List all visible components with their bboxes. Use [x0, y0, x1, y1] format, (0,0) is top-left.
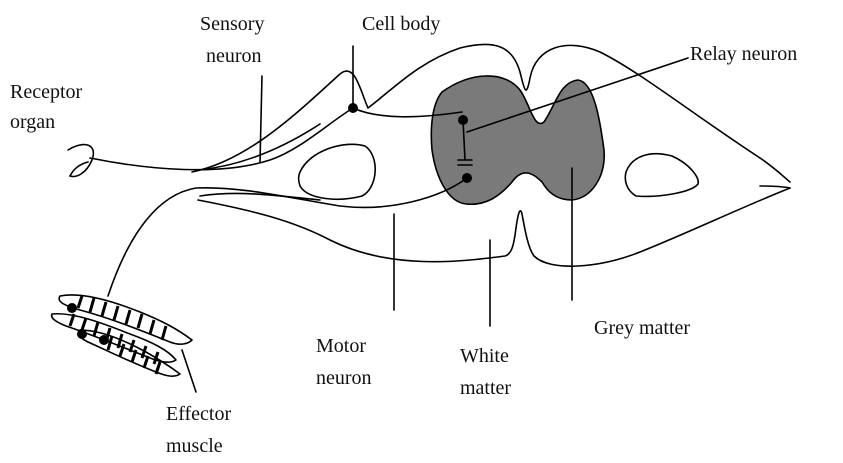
motor-end-plate-3 [99, 335, 109, 345]
label-motor-line2: neuron [316, 367, 372, 389]
label-receptor-line1: Receptor [10, 81, 83, 103]
spinal-cord-right-upper [760, 158, 790, 182]
label-white-line2: matter [460, 377, 511, 399]
label-sensory-line1: Sensory [200, 13, 264, 35]
motor-neuron-path [108, 178, 467, 296]
effector-muscle [52, 295, 192, 376]
label-sensory-line2: neuron [206, 45, 262, 67]
label-grey-matter: Grey matter [594, 317, 690, 339]
right-ventral-space [625, 154, 698, 197]
muscle-fiber-3 [78, 330, 180, 376]
motor-end-plate-1 [67, 303, 77, 313]
label-effector-line2: muscle [166, 435, 223, 457]
label-white-line1: White [460, 345, 509, 367]
sensory-neuron-path [90, 108, 353, 170]
spinal-cord-lower-outline [198, 188, 790, 266]
left-ventral-space [299, 144, 376, 199]
label-cell-body: Cell body [362, 13, 440, 35]
receptor-hook-tail [70, 162, 88, 176]
spinal-cord-right-lower [760, 186, 790, 188]
label-effector-line1: Effector [166, 403, 231, 425]
effector-muscle-pointer [182, 350, 196, 392]
sensory-neuron-pointer [260, 76, 262, 162]
motor-end-plate-2 [77, 329, 87, 339]
label-relay-neuron: Relay neuron [690, 43, 797, 65]
label-receptor-line2: organ [10, 111, 55, 133]
label-motor-line1: Motor [316, 335, 366, 357]
